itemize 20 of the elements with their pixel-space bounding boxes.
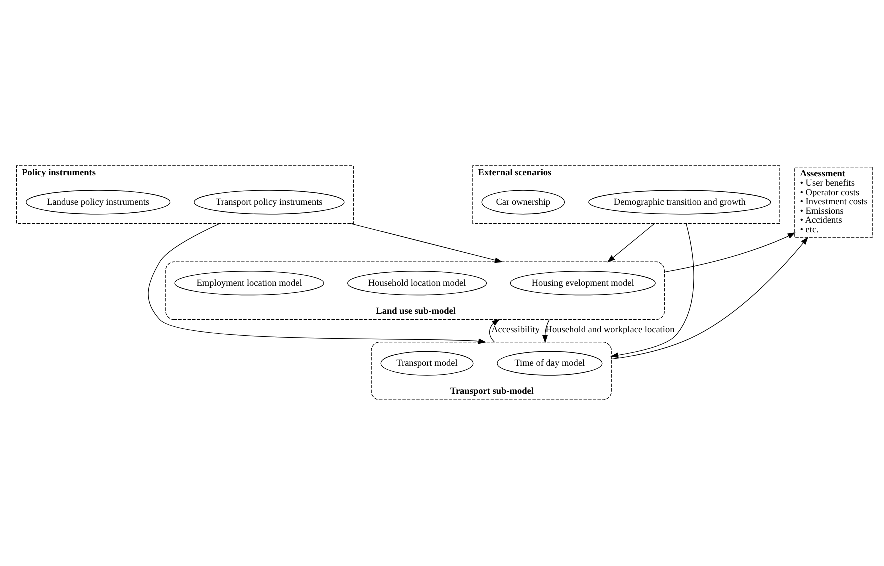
node-ellipse: Demographic transition and growth — [588, 190, 772, 215]
arrow — [611, 237, 808, 360]
node-ellipse: Car ownership — [482, 190, 566, 215]
edge-label: Accessibility — [492, 326, 540, 336]
node-ellipse: Time of day model — [497, 351, 603, 376]
edge-label: Household and workplace location — [546, 326, 675, 336]
node-ellipse: Transport model — [380, 351, 474, 376]
arrow — [542, 319, 550, 344]
arrow — [610, 223, 694, 358]
arrow — [607, 223, 656, 263]
arrow — [489, 319, 500, 343]
node-ellipse: Transport policy instruments — [194, 190, 345, 215]
arrow — [664, 232, 796, 273]
node-ellipse: Landuse policy instruments — [26, 190, 171, 215]
node-box: Assessment • User benefits • Operator costs • Investment costs • Emissions • Accidents • etc. — [794, 166, 873, 238]
arrow — [148, 223, 487, 344]
node-ellipse: Housing evelopment model — [510, 271, 656, 296]
node-ellipse: Household location model — [347, 271, 488, 296]
node-ellipse: Employment location model — [174, 271, 324, 296]
arrow — [350, 223, 504, 264]
